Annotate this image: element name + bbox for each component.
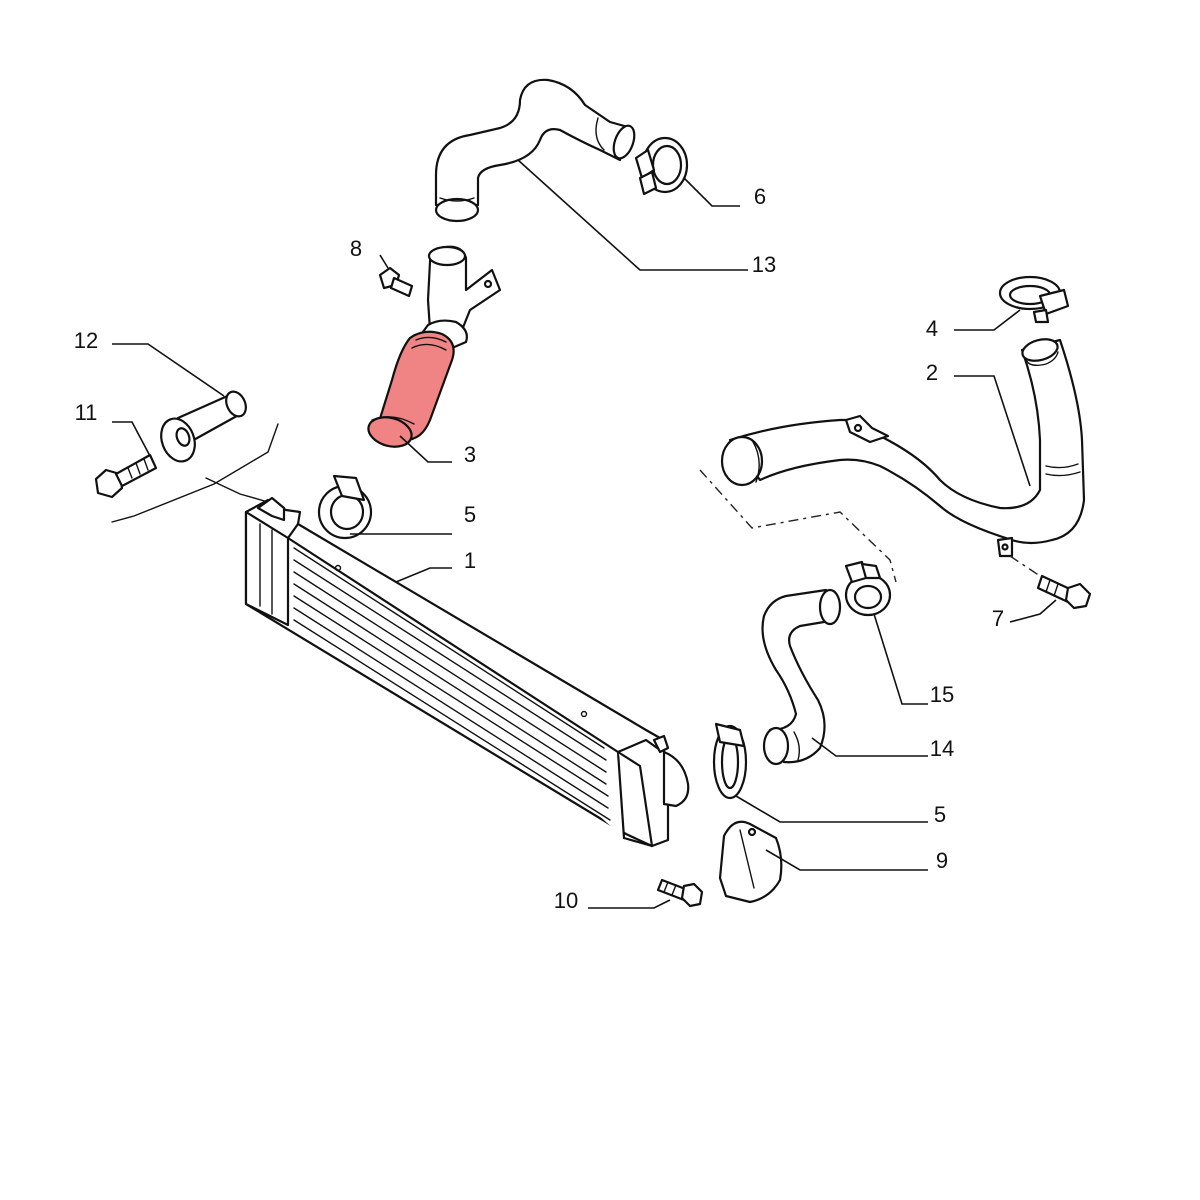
part-8-bolt: [378, 266, 414, 298]
part-3-inlet-hose: [367, 245, 502, 448]
callout-3: 3: [464, 442, 476, 467]
part-10-bolt: [656, 878, 704, 908]
callout-14: 14: [930, 736, 954, 761]
callout-4: 4: [926, 316, 938, 341]
part-15-hose-clamp: [844, 560, 892, 617]
part-6-hose-clamp: [634, 136, 689, 196]
callout-15: 15: [930, 682, 954, 707]
callout-1: 1: [464, 548, 476, 573]
callout-11: 11: [75, 400, 98, 425]
mounting-lines: [111, 423, 279, 523]
part-2-outlet-pipe: [720, 338, 1086, 558]
callout-9: 9: [936, 848, 948, 873]
part-1-intercooler: [244, 496, 690, 848]
callout-5-lower: 5: [934, 802, 946, 827]
part-14-lower-hose: [761, 588, 842, 766]
callout-7: 7: [992, 606, 1004, 631]
part-7-bolt: [1036, 574, 1092, 610]
leader-lines: [112, 159, 1057, 909]
part-5-lower-clamp: [712, 722, 748, 800]
callout-10: 10: [554, 888, 578, 913]
callout-5-upper: 5: [464, 502, 476, 527]
part-4-hose-clamp: [998, 275, 1070, 324]
callout-2: 2: [926, 360, 938, 385]
part-11-bolt: [94, 453, 158, 499]
part-12-bushing: [160, 390, 247, 463]
part-5-upper-clamp: [317, 474, 373, 540]
part-9-bracket: [718, 820, 783, 904]
callout-12: 12: [74, 328, 98, 353]
highlighted-hose-3: [376, 330, 455, 442]
part-13-upper-hose: [434, 78, 636, 223]
callout-13: 13: [752, 252, 776, 277]
callout-labels: 6 13 8 12 11 3 5 1 4 2 7 15 14 5 9 10: [74, 184, 1004, 913]
callout-6: 6: [754, 184, 766, 209]
alignment-lines: [699, 469, 1047, 583]
callout-8: 8: [350, 236, 362, 261]
